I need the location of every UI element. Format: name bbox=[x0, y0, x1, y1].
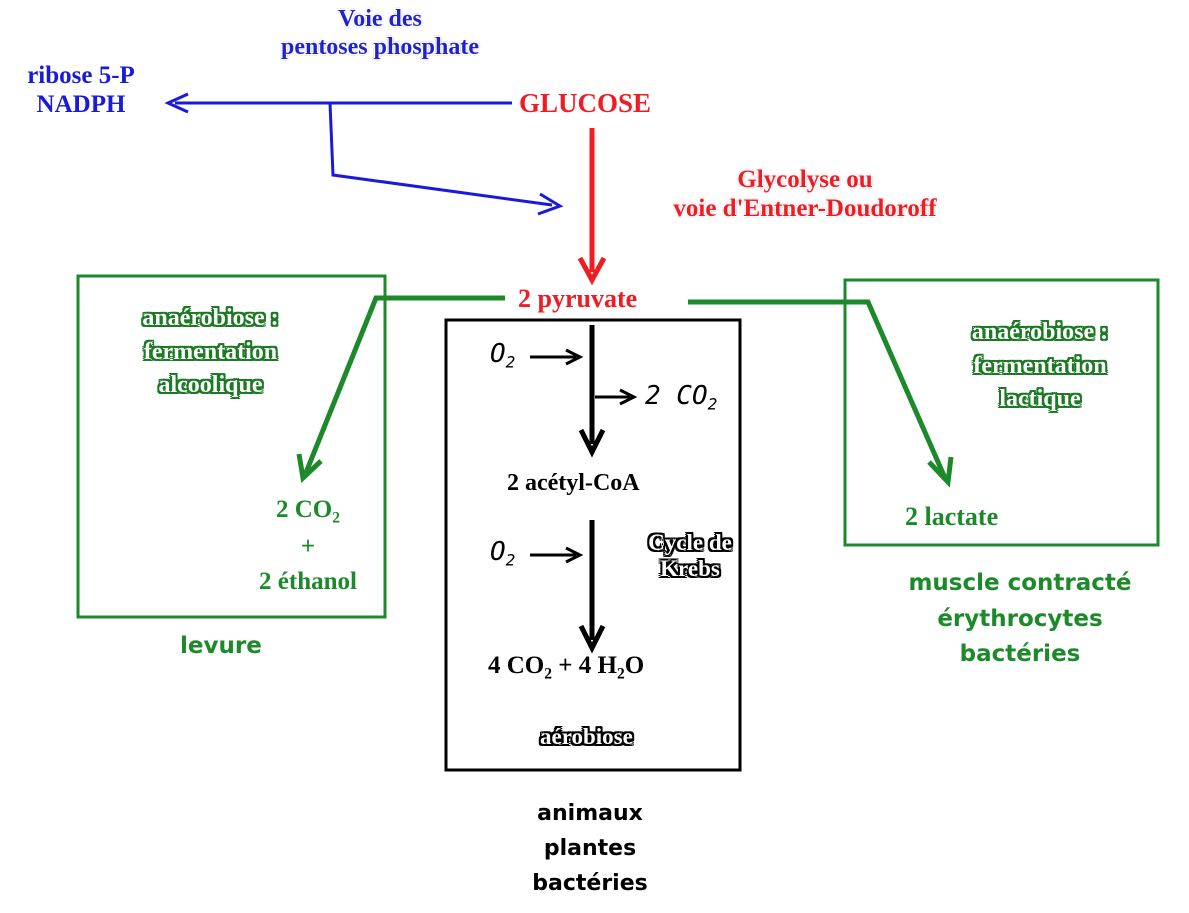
arrowhead-ppp-return bbox=[537, 192, 564, 216]
final-co2-text: 4 CO bbox=[488, 652, 545, 679]
arrowhead-ethanol bbox=[296, 453, 323, 484]
arrowhead-o2-in-2 bbox=[565, 546, 584, 564]
acetyl-coa-label: 2 acétyl-CoA bbox=[507, 470, 640, 496]
alcoholic-products: 2 CO2 + 2 éthanol bbox=[238, 492, 378, 599]
animals-label: animaux bbox=[537, 801, 643, 826]
lactate-product: 2 lactate bbox=[905, 502, 999, 531]
aerobic-label: aérobiose bbox=[540, 724, 633, 749]
o2-text-1: O bbox=[490, 339, 506, 369]
co2-output: 2 CO2 bbox=[645, 381, 718, 414]
lactic-fermentation-label: anaérobiose : fermentation lactique bbox=[930, 316, 1150, 417]
glycolysis-label: Glycolyse ou voie d'Entner-Doudoroff bbox=[620, 166, 990, 224]
final-co2-subscript: 2 bbox=[544, 665, 552, 683]
arrowhead-acetyl bbox=[578, 428, 606, 458]
final-h2o-text: + 4 H bbox=[552, 652, 617, 679]
co2-product: 2 CO2 bbox=[238, 492, 378, 529]
arrow-pyruvate-to-ethanol bbox=[302, 295, 505, 476]
ppp-title-line1: Voie des bbox=[338, 6, 422, 32]
aerobic-box bbox=[444, 318, 742, 772]
arrowhead-lactate bbox=[927, 456, 954, 488]
pyruvate-label: 2 pyruvate bbox=[518, 284, 638, 313]
co2-subscript: 2 bbox=[332, 509, 340, 527]
o2-input-1: O2 bbox=[490, 339, 516, 372]
alc-ferm-line2: fermentation bbox=[143, 338, 278, 365]
muscle-label: muscle contracté bbox=[908, 570, 1132, 596]
erythrocytes-label: érythrocytes bbox=[937, 605, 1103, 632]
ethanol-product: 2 éthanol bbox=[259, 568, 357, 596]
arrowhead-co2-out bbox=[619, 388, 638, 406]
o2-subscript-2: 2 bbox=[505, 550, 516, 570]
ppp-title: Voie des pentoses phosphate bbox=[260, 6, 500, 61]
co2-out-text: 2 CO bbox=[645, 381, 708, 411]
ppp-products: ribose 5-P NADPH bbox=[6, 62, 156, 120]
final-o-text: O bbox=[624, 652, 645, 679]
glycolysis-line2: voie d'Entner-Doudoroff bbox=[673, 194, 937, 222]
ppp-arrows bbox=[164, 92, 564, 216]
krebs-line2: Krebs bbox=[660, 556, 720, 582]
o2-text-2: O bbox=[490, 537, 506, 567]
arrow-ppp-to-glycolysis bbox=[328, 102, 553, 207]
nadph-label: NADPH bbox=[36, 90, 126, 118]
bacteria-label-right: bactéries bbox=[959, 641, 1081, 668]
plus-sign: + bbox=[300, 533, 316, 561]
alc-ferm-line3: alcoolique bbox=[158, 372, 263, 399]
o2-subscript-1: 2 bbox=[505, 352, 516, 372]
arrowhead-o2-in-1 bbox=[565, 348, 584, 366]
lactic-organisms: muscle contracté érythrocytes bactéries bbox=[860, 566, 1180, 673]
alcoholic-fermentation-label: anaérobiose : fermentation alcoolique bbox=[98, 302, 323, 403]
yeast-label: levure bbox=[180, 633, 262, 659]
aerobic-arrows bbox=[578, 325, 606, 654]
glucose-label: GLUCOSE bbox=[519, 88, 652, 118]
arrowhead-final bbox=[578, 624, 606, 654]
ribose-5p-label: ribose 5-P bbox=[27, 62, 135, 89]
krebs-line1: Cycle de bbox=[648, 530, 732, 555]
glycolysis-line1: Glycolyse ou bbox=[737, 166, 873, 193]
bacteria-label-center: bactéries bbox=[532, 871, 648, 897]
lac-ferm-line3: lactique bbox=[999, 386, 1081, 413]
krebs-cycle-label: Cycle de Krebs bbox=[620, 530, 760, 583]
o2-input-2: O2 bbox=[490, 537, 516, 570]
co2-out-subscript: 2 bbox=[707, 394, 718, 414]
lac-ferm-line2: fermentation bbox=[973, 352, 1107, 379]
lactic-fermentation-box bbox=[843, 278, 1160, 547]
ppp-title-line2: pentoses phosphate bbox=[280, 33, 480, 60]
final-h2o-subscript: 2 bbox=[616, 665, 625, 683]
alc-ferm-line1: anaérobiose : bbox=[142, 305, 279, 331]
glycolysis-arrow bbox=[577, 128, 607, 286]
aerobic-organisms: animaux plantes bactéries bbox=[480, 796, 700, 902]
final-products: 4 CO2 + 4 H2O bbox=[488, 652, 644, 683]
small-arrows bbox=[530, 348, 638, 564]
arrowhead-ribose bbox=[164, 92, 189, 114]
fermentation-arrows bbox=[296, 295, 954, 488]
lac-ferm-line1: anaérobiose : bbox=[971, 319, 1109, 345]
co2-text: 2 CO bbox=[276, 496, 333, 523]
arrow-pyruvate-to-lactate bbox=[688, 299, 948, 480]
plants-label: plantes bbox=[543, 836, 637, 862]
alcoholic-fermentation-box bbox=[76, 274, 387, 619]
arrowhead-pyruvate bbox=[577, 256, 607, 286]
